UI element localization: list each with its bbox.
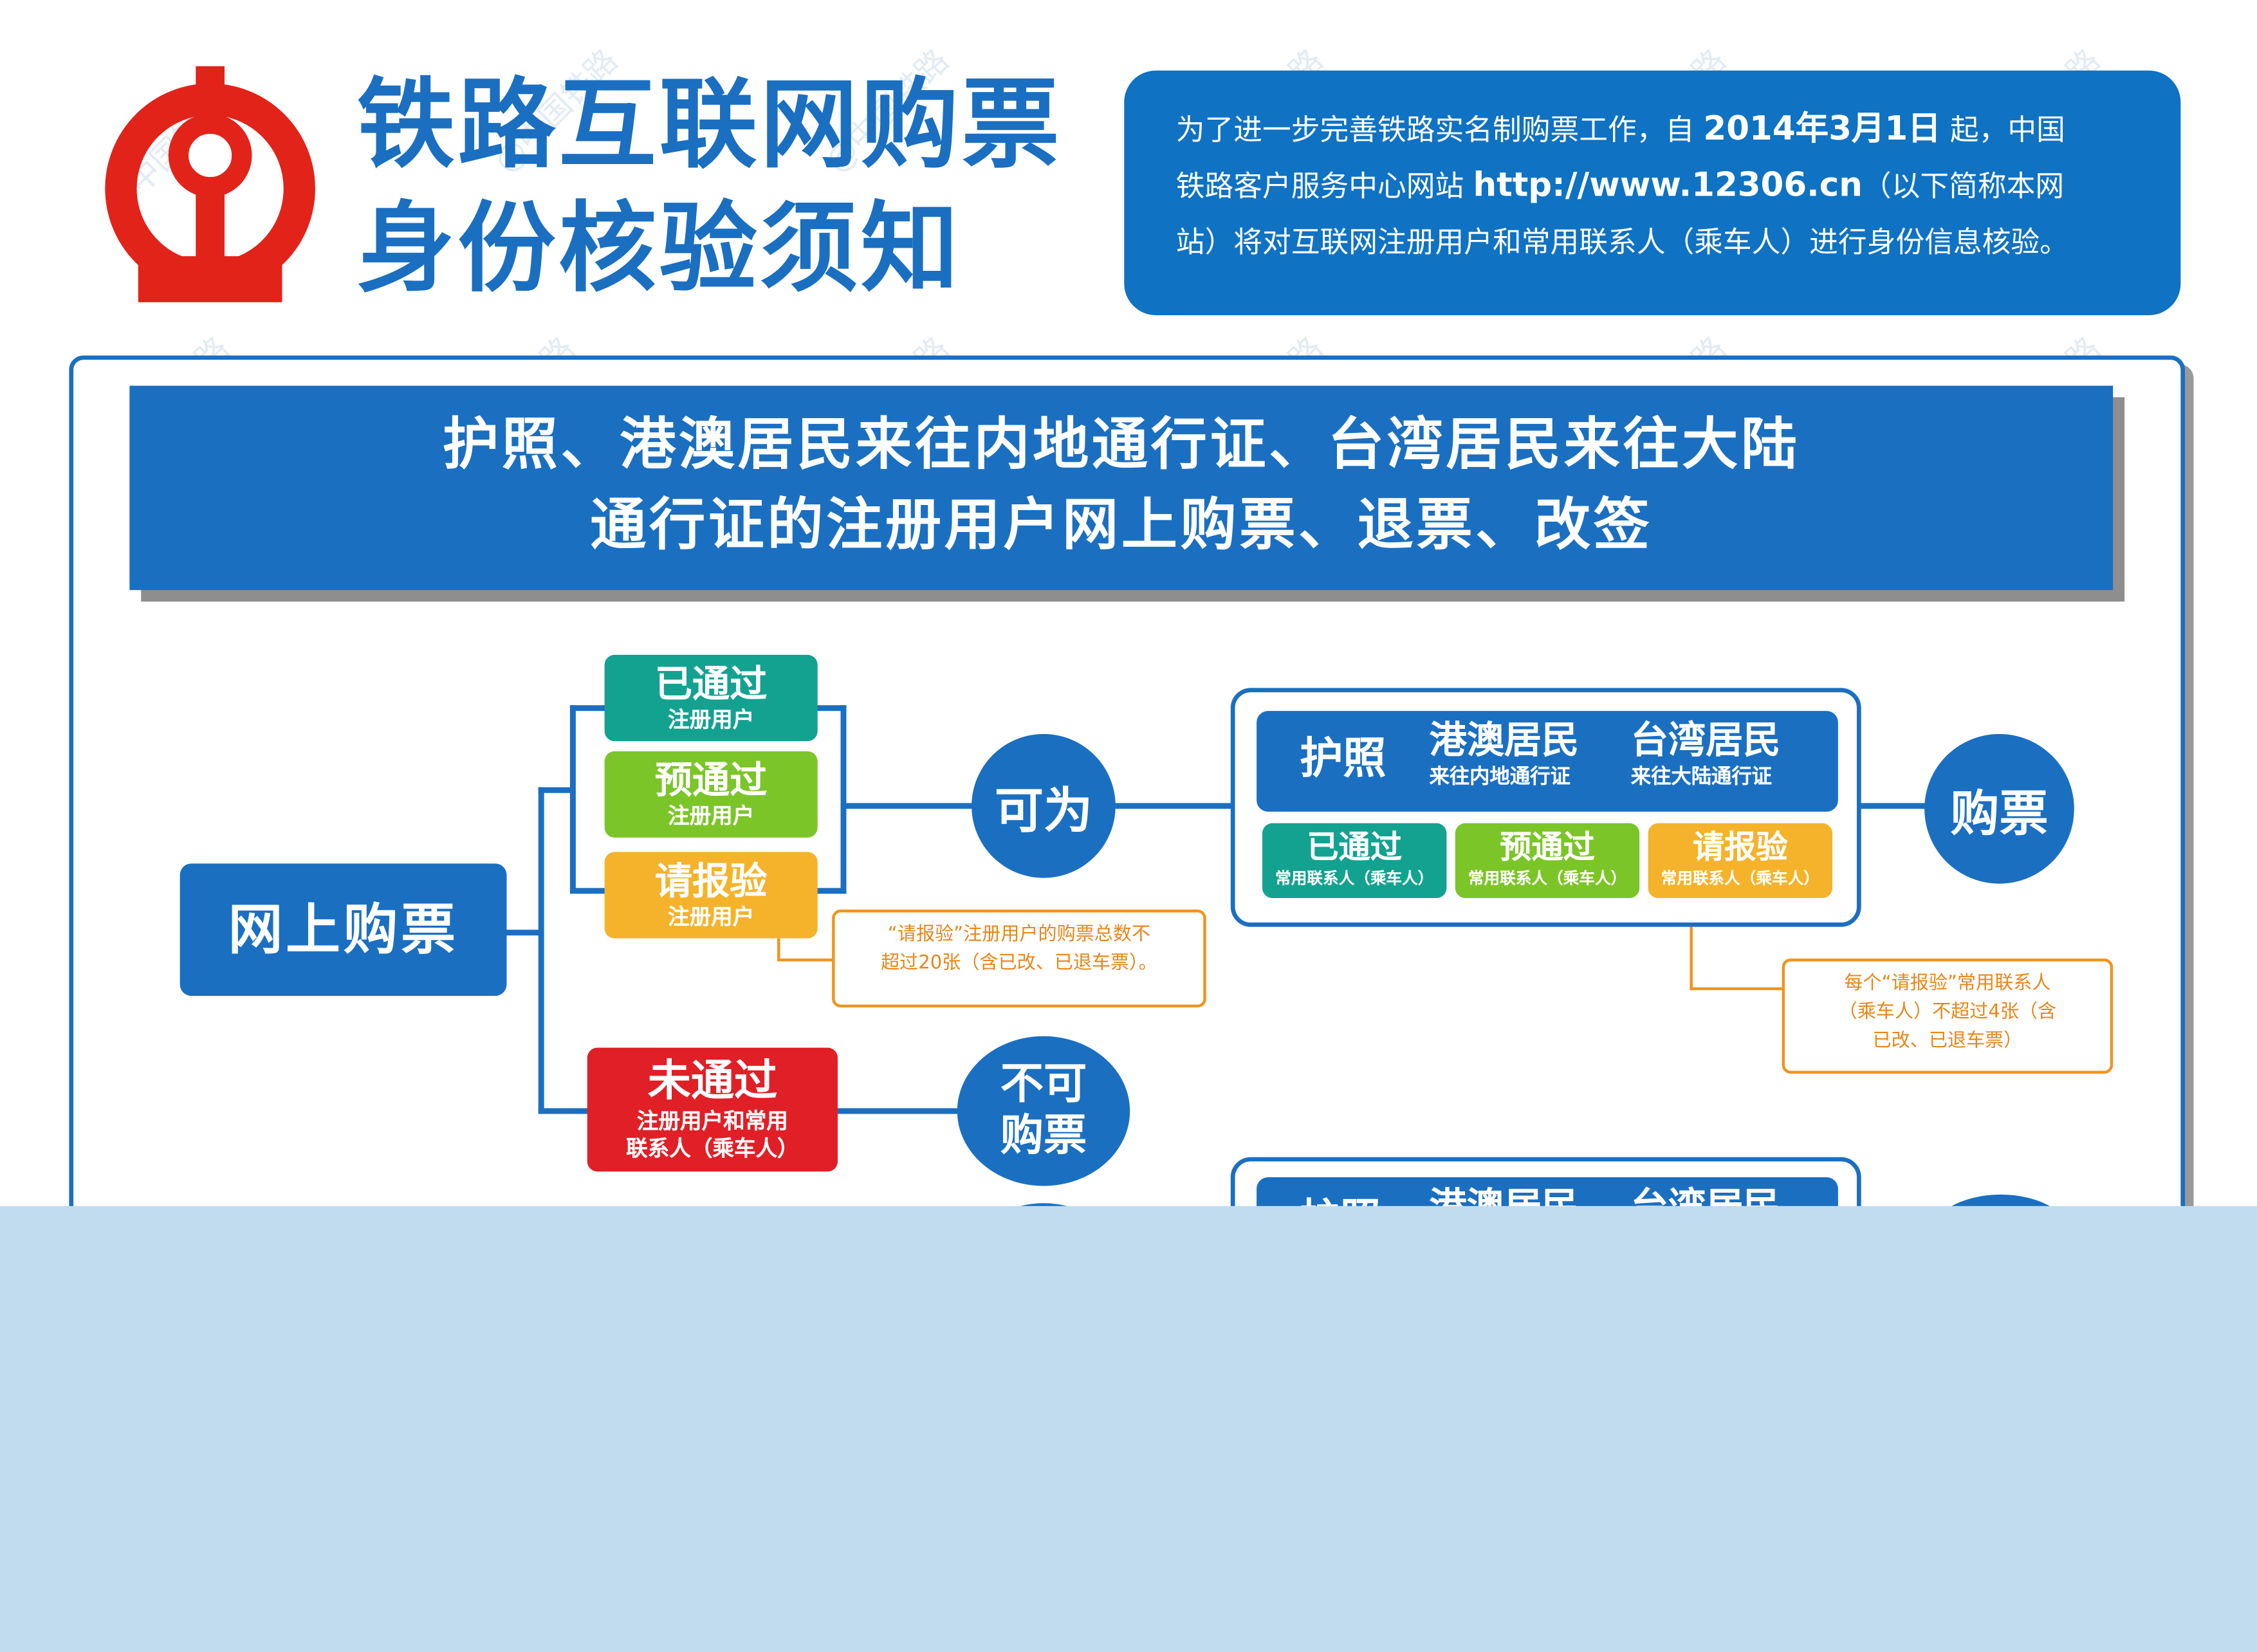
connector [840, 705, 847, 894]
title-line-2: 身份核验须知 [356, 192, 962, 307]
status-verify: 请报验 注册用户 [604, 852, 818, 939]
cannot-label-2: 购票 [1000, 1111, 1087, 1162]
connector [569, 888, 608, 894]
status-pre-sub: 注册用户 [668, 802, 755, 829]
note-connector [1690, 987, 1785, 991]
connector [569, 705, 576, 893]
status-failed-sub-2: 联系人（乘车人） [626, 1135, 799, 1162]
connector [834, 1108, 962, 1114]
intro-box: 为了进一步完善铁路实名制购票工作，自 2014年3月1日 起，中国 铁路客户服务… [1124, 70, 2181, 315]
connector [815, 705, 847, 711]
doc-tw-sub: 来往大陆通行证 [1630, 766, 1772, 789]
online-booking-box: 网上购票 [180, 863, 507, 996]
connector [538, 787, 573, 793]
intro-text-1: 为了进一步完善铁路实名制购票工作，自 [1175, 112, 1704, 147]
section-banner: 护照、港澳居民来往内地通行证、台湾居民来往大陆 通行证的注册用户网上购票、退票、… [129, 385, 2114, 591]
contact-verify: 请报验 常用联系人（乘车人） [1648, 823, 1832, 899]
cover-overlay [0, 1206, 2257, 1652]
contact-verify-title: 请报验 [1692, 830, 1788, 867]
banner-line-1: 护照、港澳居民来往内地通行证、台湾居民来往大陆 [442, 413, 1800, 478]
user-limit-note: “请报验”注册用户的购票总数不 超过20张（含已改、已退车票）。 [832, 909, 1206, 1008]
china-railway-logo-icon [105, 66, 315, 302]
intro-text-4: （以下简称本网 [1862, 168, 2065, 203]
doc-tw-title: 台湾居民 [1630, 719, 1781, 763]
contact-limit-note: 每个“请报验”常用联系人 （乘车人）不超过4张（含 已改、已退车票） [1782, 958, 2114, 1074]
contact-note-line-2: （乘车人）不超过4张（含 [1838, 1002, 2057, 1023]
document-types-bar: 护照 港澳居民 来往内地通行证 台湾居民 来往大陆通行证 [1257, 711, 1838, 812]
intro-date: 2014年3月1日 [1703, 111, 1941, 149]
contact-passed-sub: 常用联系人（乘车人） [1275, 869, 1434, 888]
contact-passed-title: 已通过 [1307, 830, 1403, 867]
user-note-line-2: 超过20张（含已改、已退车票）。 [881, 953, 1157, 975]
status-passed-sub: 注册用户 [668, 706, 755, 732]
intro-url: http://www.12306.cn [1473, 167, 1863, 205]
note-connector [777, 958, 835, 962]
note-connector [777, 938, 780, 962]
contact-note-line-1: 每个“请报验”常用联系人 [1844, 973, 2051, 995]
connector [538, 787, 544, 1113]
intro-text-5: 站）将对互联网注册用户和常用联系人（乘车人）进行身份信息核验。 [1175, 225, 2068, 259]
connector [1108, 803, 1233, 809]
contact-verify-sub: 常用联系人（乘车人） [1661, 869, 1819, 888]
doc-passport: 护照 [1300, 733, 1386, 785]
connector [569, 705, 608, 711]
doc-hk-title: 港澳居民 [1429, 719, 1580, 763]
intro-text-2: 起，中国 [1940, 112, 2065, 147]
contact-pre-sub: 常用联系人（乘车人） [1468, 869, 1627, 888]
status-passed: 已通过 注册用户 [604, 654, 818, 742]
doc-hk-sub: 来往内地通行证 [1429, 766, 1571, 789]
banner-line-2: 通行证的注册用户网上购票、退票、改签 [590, 493, 1653, 559]
connector [538, 1108, 591, 1114]
user-note-line-1: “请报验”注册用户的购票总数不 [887, 924, 1151, 946]
can-circle: 可为 [972, 733, 1116, 878]
status-pre-title: 预通过 [654, 759, 768, 803]
connector [815, 888, 847, 894]
connector [840, 803, 979, 809]
cannot-buy-circle: 不可 购票 [957, 1036, 1130, 1186]
status-failed-sub-1: 注册用户和常用 [636, 1108, 788, 1134]
status-failed: 未通过 注册用户和常用 联系人（乘车人） [587, 1047, 838, 1172]
intro-text-3: 铁路客户服务中心网站 [1175, 168, 1473, 203]
contact-passed: 已通过 常用联系人（乘车人） [1262, 823, 1447, 899]
status-pre: 预通过 注册用户 [604, 751, 818, 838]
status-verify-sub: 注册用户 [668, 903, 755, 930]
contact-pre-title: 预通过 [1500, 830, 1595, 867]
note-connector [1690, 901, 1693, 991]
connector [504, 930, 542, 936]
cannot-label-1: 不可 [1000, 1059, 1087, 1110]
status-verify-title: 请报验 [654, 859, 768, 903]
buy-ticket-circle: 购票 [1924, 733, 2074, 884]
title-line-1: 铁路互联网购票 [356, 69, 1063, 183]
status-failed-title: 未通过 [647, 1056, 778, 1107]
can-label: 可为 [994, 782, 1093, 840]
contact-note-line-3: 已改、已退车票） [1872, 1030, 2023, 1052]
buy-label: 购票 [1950, 785, 2049, 843]
status-passed-title: 已通过 [654, 663, 768, 706]
contact-pre: 预通过 常用联系人（乘车人） [1455, 823, 1640, 899]
connector [1859, 803, 1926, 809]
